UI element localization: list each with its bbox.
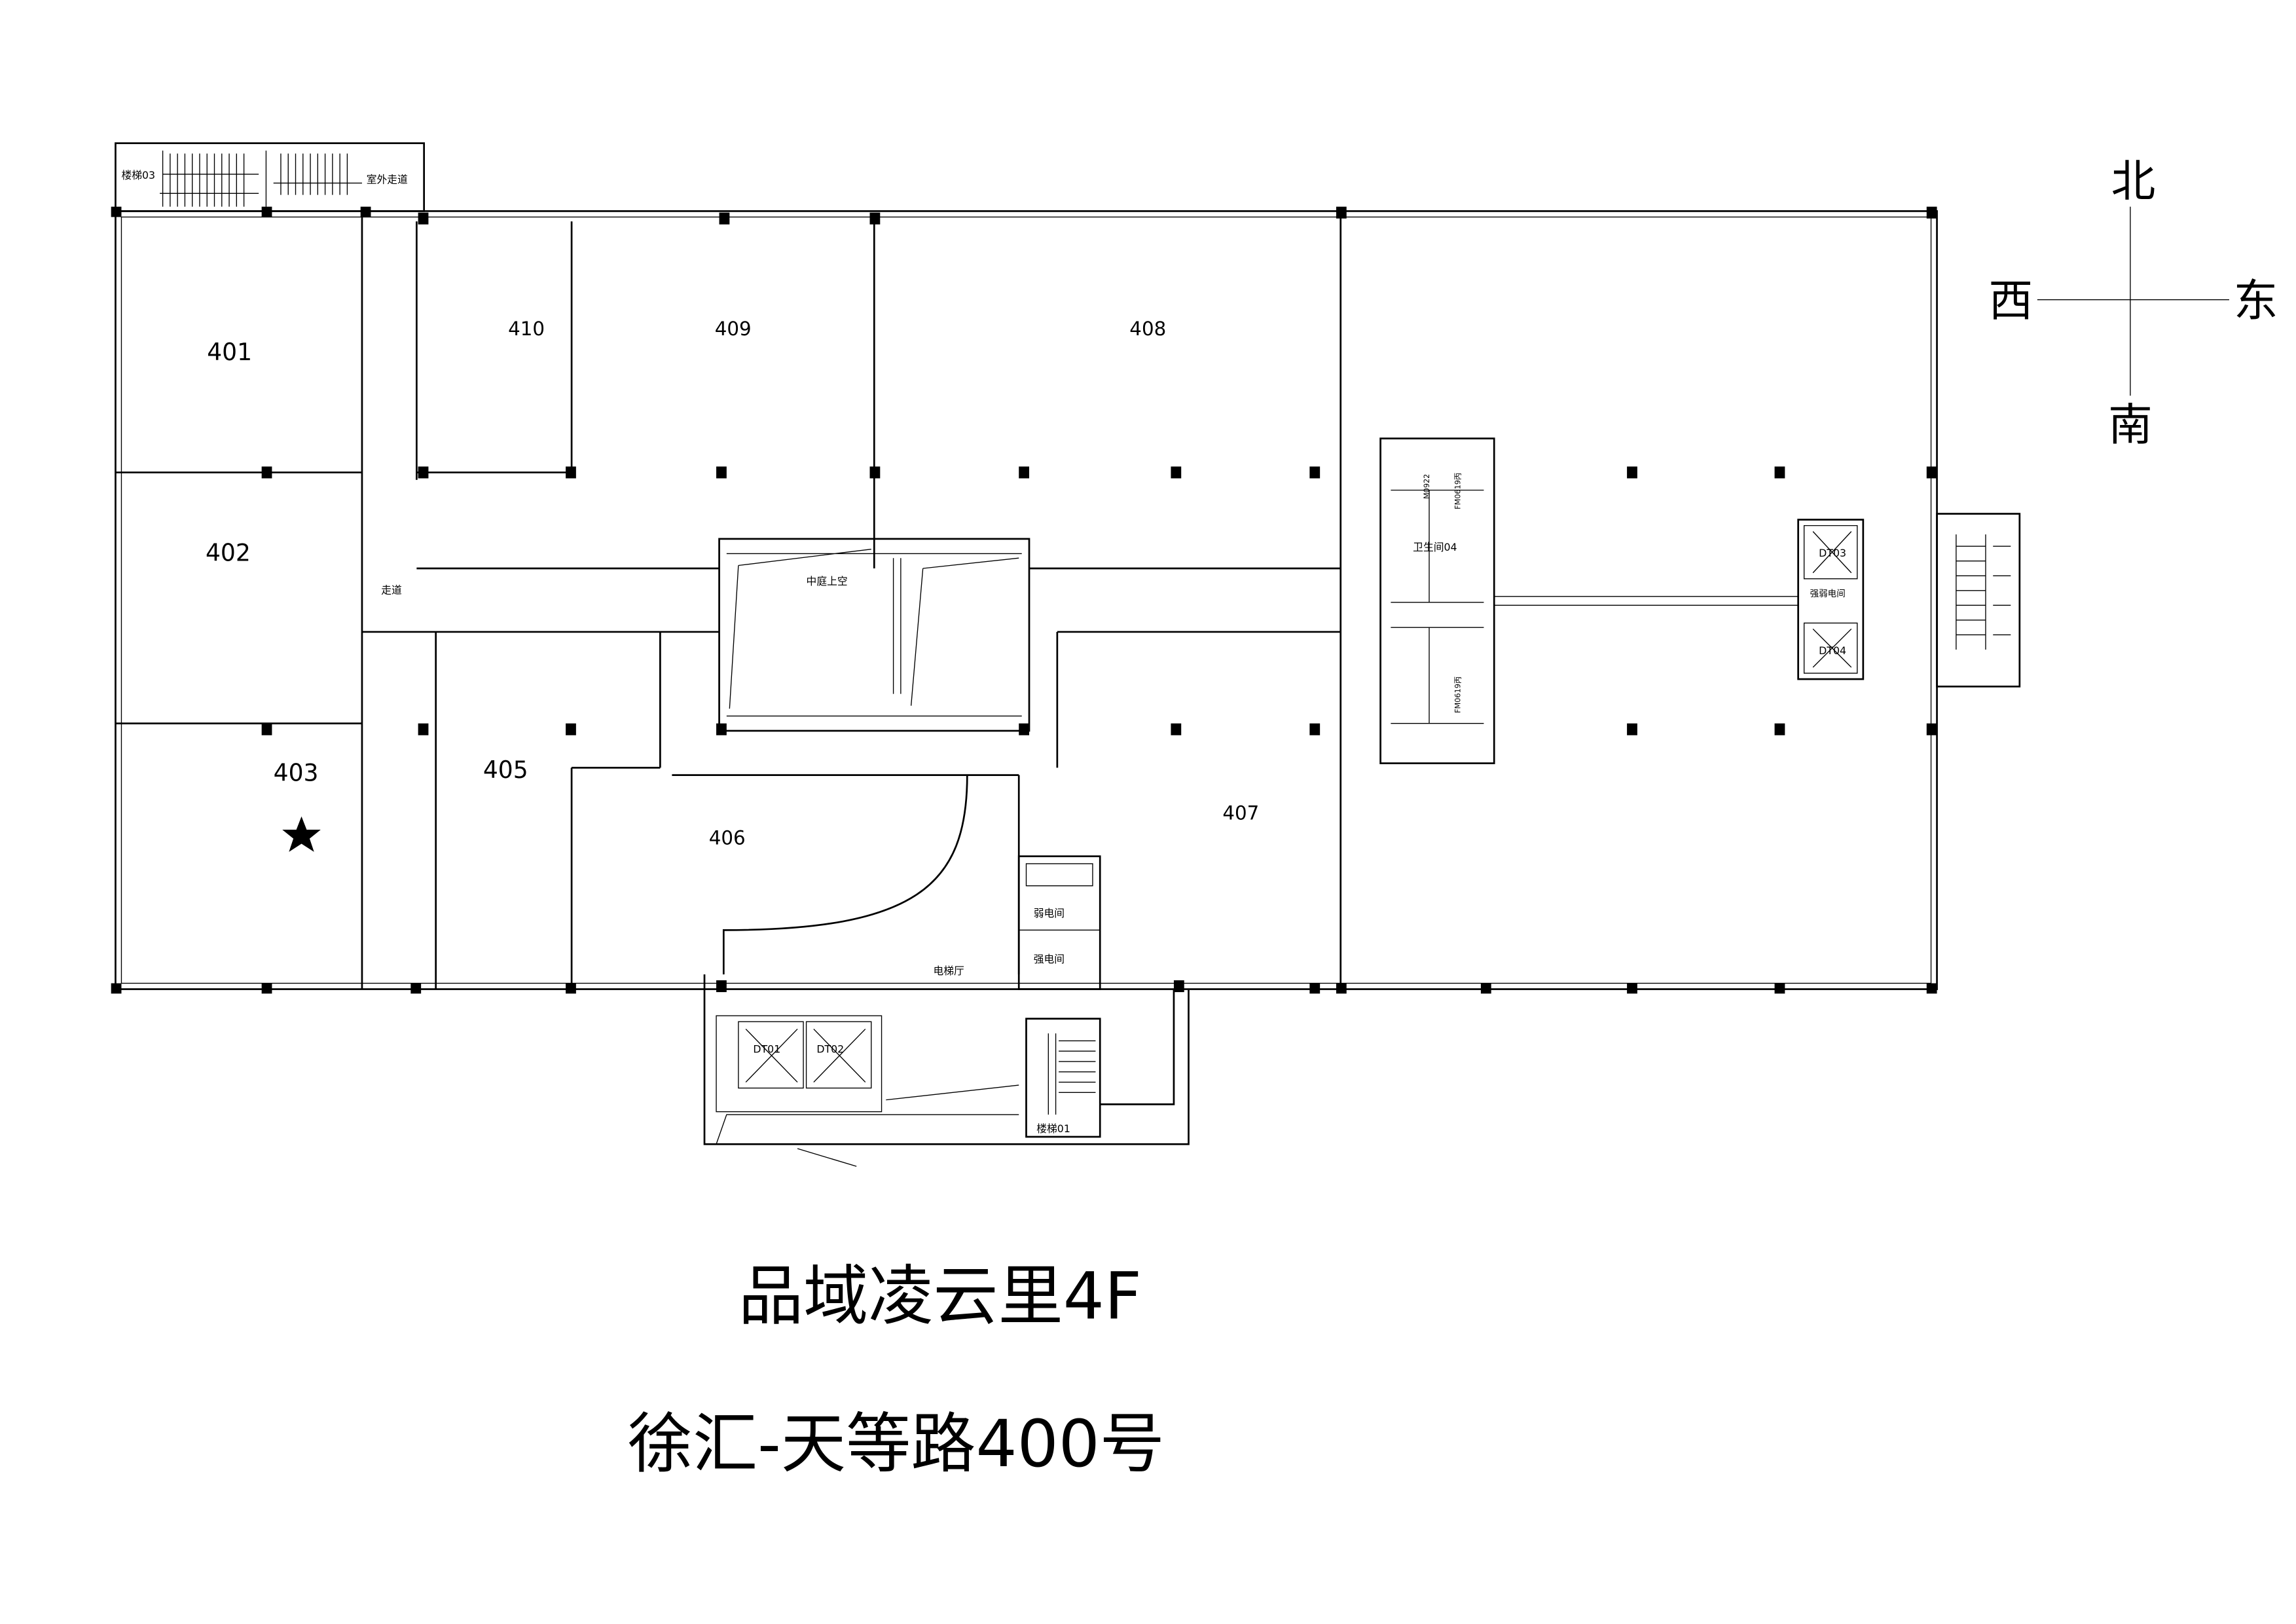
door-m0922-label: M0922	[1423, 474, 1431, 499]
room-405-label: 405	[483, 756, 528, 784]
outdoor-corridor-label: 室外走道	[367, 174, 408, 186]
weak-elec-room-label: 弱电间	[1034, 907, 1065, 919]
door-fm0619-label-2: FM0619丙	[1453, 676, 1462, 713]
toilet04-label: 卫生间04	[1413, 541, 1457, 553]
floor-title: 品域凌云里4F	[738, 1259, 1142, 1334]
location-star-icon	[282, 816, 321, 852]
room-410-label: 410	[508, 318, 545, 340]
room-407-label: 407	[1222, 802, 1259, 824]
dt01-label: DT01	[753, 1043, 780, 1055]
elevator-hall-label: 电梯厅	[933, 965, 964, 977]
dt02-label: DT02	[816, 1043, 844, 1055]
compass-west: 西	[1988, 274, 2033, 326]
door-fm0619-label-1: FM0619丙	[1453, 473, 1462, 509]
stair01-label: 楼梯01	[1036, 1122, 1070, 1135]
corridor-label: 走道	[381, 583, 402, 596]
structural-columns	[111, 206, 1937, 994]
stair03-treads	[160, 153, 362, 207]
compass-south: 南	[2108, 399, 2153, 451]
dt03-label: DT03	[1819, 547, 1846, 559]
dt04-label: DT04	[1819, 644, 1846, 657]
room-408-label: 408	[1129, 318, 1166, 340]
room-403-label: 403	[274, 760, 319, 787]
room-402-label: 402	[206, 540, 251, 567]
room-401-label: 401	[207, 339, 252, 366]
compass: 北 南 西 东	[1988, 155, 2278, 451]
atrium-label: 中庭上空	[807, 575, 848, 587]
building-walls	[115, 142, 2021, 1167]
address-subtitle: 徐汇-天等路400号	[628, 1407, 1165, 1482]
compass-north: 北	[2111, 155, 2156, 207]
stair03-label: 楼梯03	[121, 169, 155, 181]
elec-room-label: 强弱电间	[1810, 589, 1846, 599]
compass-east: 东	[2234, 274, 2278, 326]
room-406-label: 406	[709, 827, 746, 849]
strong-elec-room-label: 强电间	[1034, 953, 1065, 965]
room-409-label: 409	[715, 318, 752, 340]
